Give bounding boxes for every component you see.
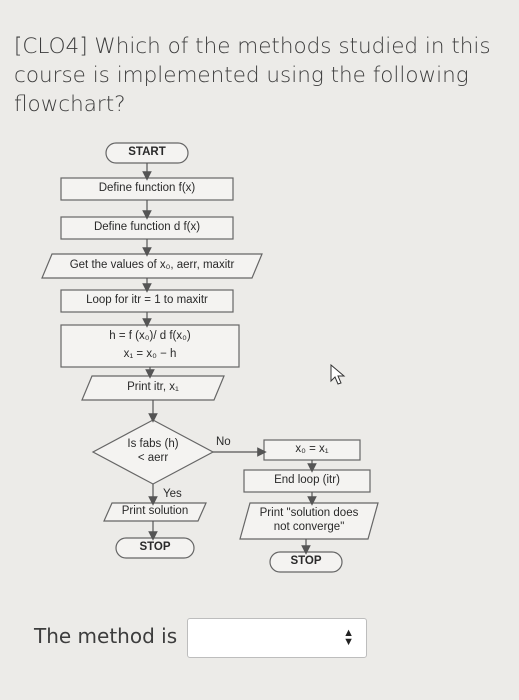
assign-label: x₀ = x₁	[295, 443, 329, 455]
stop-right-label: STOP	[290, 555, 322, 567]
method-select[interactable]: ▲▼	[187, 618, 367, 658]
end-loop-label: End loop (itr)	[274, 474, 340, 486]
get-values-shape	[41, 253, 263, 279]
yes-label: Yes	[163, 488, 182, 500]
compute-box	[60, 324, 240, 368]
chevron-up-down-icon: ▲▼	[343, 627, 354, 648]
print-solution-shape	[103, 502, 207, 522]
no-label: No	[216, 436, 231, 448]
loop-label: Loop for itr = 1 to maxitr	[86, 294, 208, 306]
print-itr-shape	[81, 375, 225, 401]
not-converge-line1: Print "solution does	[259, 507, 359, 519]
answer-label: The method is	[34, 624, 178, 648]
decision-line2: < aerr	[137, 452, 169, 464]
decision-line1: Is fabs (h)	[127, 438, 179, 450]
mouse-pointer-icon	[330, 364, 346, 385]
define-f-label: Define function f(x)	[98, 182, 196, 194]
print-itr-label: Print itr, x₁	[127, 381, 179, 393]
compute-h-label: h = f (x₀)/ d f(x₀)	[109, 330, 191, 342]
question-text: [CLO4] Which of the methods studied in t…	[14, 34, 491, 117]
stop-left-label: STOP	[139, 541, 171, 553]
not-converge-line2: not converge"	[273, 521, 345, 533]
flowchart-diagram	[41, 142, 379, 573]
get-values-label: Get the values of x₀, aerr, maxitr	[69, 259, 235, 271]
not-converge-shape	[239, 502, 379, 540]
define-df-label: Define function d f(x)	[93, 221, 201, 233]
end-loop-box	[243, 469, 371, 493]
compute-x1-label: x₁ = x₀ − h	[123, 348, 177, 360]
print-solution-label: Print solution	[121, 505, 189, 517]
start-label: START	[128, 146, 166, 158]
